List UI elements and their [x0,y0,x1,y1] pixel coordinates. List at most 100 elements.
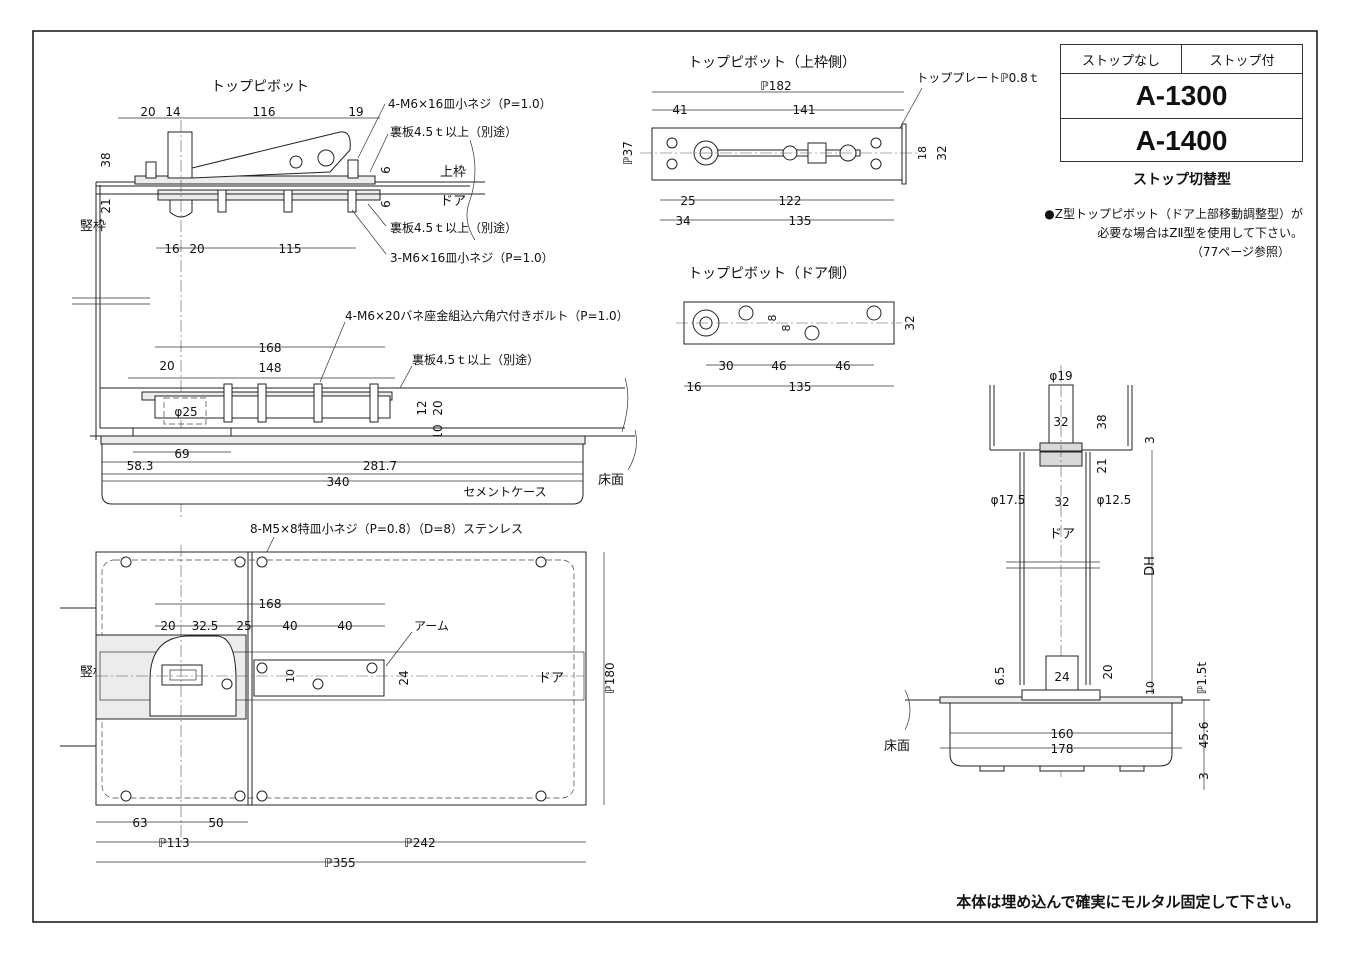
plan-dim-10: 10 [284,669,297,683]
door-dim-8a: 8 [766,315,779,322]
header-stop-with: ストップ付 [1209,53,1275,69]
door-dim-135: 135 [789,380,812,394]
sec-dim-21: 21 [1095,458,1109,473]
door-dim-46b: 46 [835,359,850,373]
side-view-title: トップピボット [211,79,309,95]
plan-dim-180: ℙ180 [603,662,617,693]
stop-arm [191,131,351,179]
plan-door-label: ドア [538,671,564,686]
plan-dim-20: 20 [160,619,175,633]
sec-floor-label: 床面 [884,739,910,754]
door-dim-30: 30 [718,359,733,373]
dim-19: 19 [348,105,363,119]
dim-6a: 6 [379,166,393,174]
dim-20-floor: 20 [159,359,174,373]
door-side-title: トップピボット（ドア側） [688,266,856,282]
sec-dim-3a: 3 [1143,436,1157,444]
sec-dim-24: 24 [1054,670,1069,684]
plan-dim-32-5: 32.5 [192,619,219,633]
plan-dim-355: ℙ355 [324,856,355,870]
page-border [32,30,1318,923]
top-dim-182: ℙ182 [760,79,791,93]
floor-label: 床面 [598,473,624,488]
dim-115: 115 [279,242,302,256]
model-caption: ストップ切替型 [1133,171,1231,188]
sec-phi12-5: φ12.5 [1097,493,1132,507]
sec-dim-3b: 3 [1197,772,1211,780]
top-plate-label: トッププレートℙ0.8ｔ [916,71,1040,85]
upper-frame-label: 上枠 [440,165,466,180]
top-dim-41: 41 [672,103,687,117]
pivot-block [167,131,193,179]
door-dim-8b: 8 [780,325,793,332]
note-z-line2: 必要な場合はZⅡ型を使用して下さい。 [1097,225,1303,240]
jamb-label: 竪枠 [80,219,106,234]
plan-dim-242: ℙ242 [404,836,435,850]
dim-340: 340 [327,475,350,489]
cement-case-label: セメントケース [463,485,546,499]
sec-door-label: ドア [1049,527,1075,542]
sec-dim-1-5t: ℙ1.5t [1195,662,1209,694]
dim-281-7: 281.7 [363,459,397,473]
bolt-label: 4-M6×20バネ座金組込六角穴付きボルト（P=1.0） [345,308,629,323]
floor-section: 148 168 20 4-M6×20バネ座金組込六角穴付きボルト（P=1.0） … [90,308,637,505]
note-z-line3: （77ページ参照） [1191,244,1290,259]
door-dim-16: 16 [686,380,701,394]
screw-top-label: 4-M6×16皿小ネジ（P=1.0） [388,97,552,111]
plan-dim-50: 50 [208,816,223,830]
sec-dim-6-5: 6.5 [993,666,1007,685]
dim-38: 38 [99,152,113,167]
model-table: ストップなし ストップ付 A-1300 A-1400 [1060,44,1303,162]
dim-20b: 20 [431,400,445,415]
dim-21: 21 [99,198,113,213]
sec-dim-45-6: 45.6 [1197,722,1211,749]
header-stop-none: ストップなし [1061,45,1182,73]
sec-dim-10: 10 [1144,681,1157,695]
door-dim-46a: 46 [771,359,786,373]
screw-bottom-label: 3-M6×16皿小ネジ（P=1.0） [390,251,554,265]
top-frame-view: トップピボット（上枠側） トッププレートℙ0.8ｔ ℙ182 41 141 ℙ3… [621,55,1040,228]
side-view: トップピボット 竪枠 上枠 ドア 20 14 116 [72,79,554,520]
top-frame-title: トップピボット（上枠側） [688,55,856,71]
dim-69: 69 [174,447,189,461]
top-dim-141: 141 [793,103,816,117]
top-dim-122: 122 [779,194,802,208]
backing-lower-label: 裏板4.5ｔ以上（別途） [412,352,539,367]
top-dim-32: 32 [935,145,949,160]
backing-top-label: 裏板4.5ｔ以上（別途） [390,124,517,139]
plan-dim-40a: 40 [282,619,297,633]
top-dim-34: 34 [675,214,690,228]
backing-bottom-label: 裏板4.5ｔ以上（別途） [390,220,517,235]
sec-phi17-5: φ17.5 [991,493,1026,507]
plan-dim-113: ℙ113 [158,836,189,850]
dim-20-side: 20 [189,242,204,256]
plan-screw-label: 8-M5×8特皿小ネジ（P=0.8）（D=8）ステンレス [250,521,523,536]
phi25: φ25 [174,405,197,419]
plan-dim-25: 25 [236,619,251,633]
dim-148: 148 [259,361,282,375]
sec-dim-38: 38 [1095,414,1109,429]
note-z-line1: ●Z型トップピボット（ドア上部移動調整型）が [1044,206,1303,221]
dim-12: 12 [415,400,429,415]
plan-screws [120,556,547,802]
top-dim-25: 25 [680,194,695,208]
sec-dim-160: 160 [1051,727,1074,741]
plan-dim-168: 168 [259,597,282,611]
door-label-side: ドア [440,194,466,209]
dim-6b: 6 [379,200,393,208]
dim-168-side: 168 [259,341,282,355]
top-dim-18: 18 [916,146,929,160]
model-a1300: A-1300 [1135,80,1228,111]
sec-phi19: φ19 [1049,369,1072,383]
plan-dim-40b: 40 [337,619,352,633]
sec-dim-20: 20 [1101,664,1115,679]
plan-view: 8-M5×8特皿小ネジ（P=0.8）（D=8）ステンレス 竪枠 ドア [60,521,617,870]
door-plate [157,189,381,201]
top-dim-37: ℙ37 [621,141,635,165]
plan-dim-24: 24 [397,670,411,685]
model-a1400: A-1400 [1061,118,1302,163]
sec-cement-case [949,702,1173,767]
top-dim-135: 135 [789,214,812,228]
dim-14: 14 [165,105,180,119]
